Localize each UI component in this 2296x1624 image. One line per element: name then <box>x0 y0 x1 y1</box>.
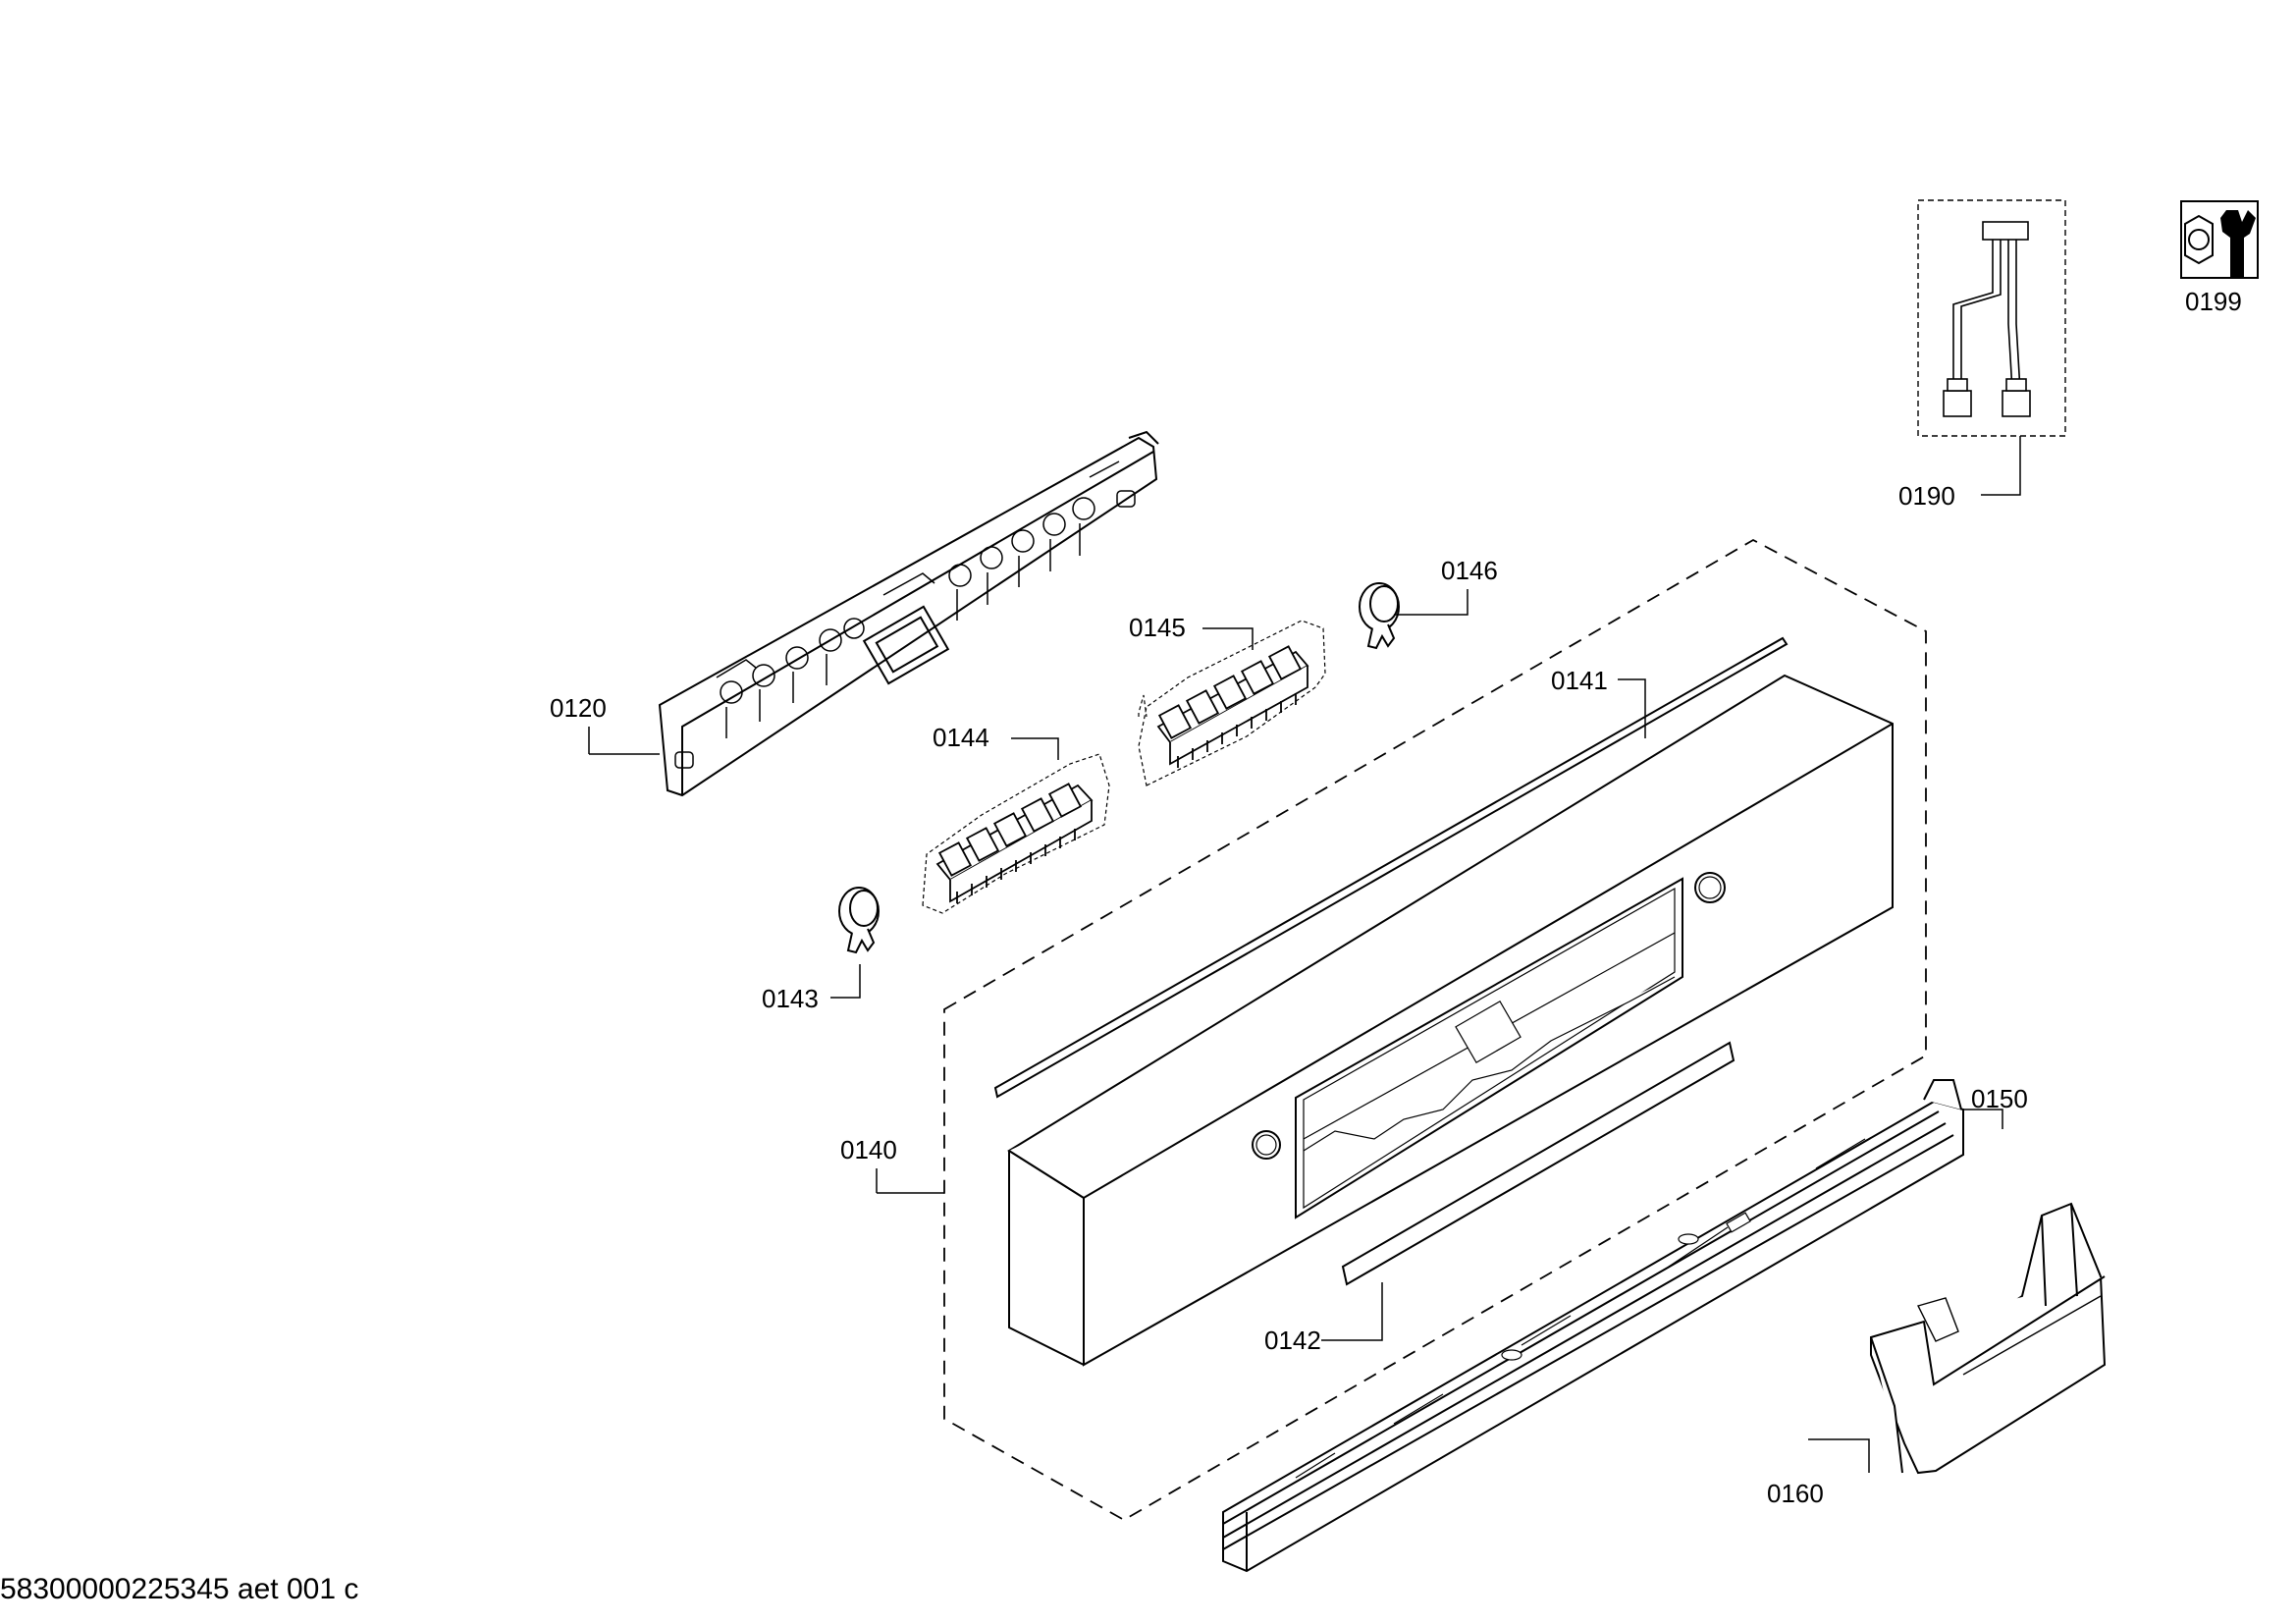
label-0190: 0190 <box>1898 481 1955 511</box>
part-0146-knob <box>1359 582 1400 650</box>
part-0160-bracket <box>1870 1202 2107 1475</box>
label-0141: 0141 <box>1551 666 1608 695</box>
leader-0145 <box>1202 627 1254 650</box>
part-0145-button-array <box>1138 620 1326 786</box>
part-0141-trim-strip <box>993 636 1789 1099</box>
part-0140-group-outline <box>943 538 1927 1522</box>
label-0144: 0144 <box>933 723 989 752</box>
label-0160: 0160 <box>1767 1479 1824 1508</box>
part-0140-fascia-panel <box>1007 674 1894 1367</box>
part-0190-wiring-harness <box>1917 199 2066 437</box>
part-0150-rail <box>1222 1079 1964 1573</box>
label-0140: 0140 <box>840 1135 897 1164</box>
leader-0150 <box>1963 1109 2003 1129</box>
label-0145: 0145 <box>1129 613 1186 642</box>
leader-0142 <box>1321 1282 1383 1341</box>
part-0143-knob <box>838 887 880 954</box>
leader-0146 <box>1394 589 1468 616</box>
part-0120-control-module <box>658 430 1159 797</box>
label-0150: 0150 <box>1971 1084 2028 1113</box>
leader-0144 <box>1011 737 1059 760</box>
leader-0141 <box>1618 678 1646 738</box>
leader-0190 <box>1981 436 2021 496</box>
document-id: 58300000225345 aet 001 c <box>0 1573 358 1605</box>
leader-0160 <box>1808 1438 1870 1473</box>
label-0146: 0146 <box>1441 556 1498 585</box>
leader-0143 <box>830 964 861 999</box>
part-0144-button-array <box>922 753 1110 914</box>
label-0142: 0142 <box>1264 1326 1321 1355</box>
label-0120: 0120 <box>550 693 607 723</box>
label-0143: 0143 <box>762 984 819 1013</box>
label-0199: 0199 <box>2185 287 2242 316</box>
part-0142-strip <box>1341 1041 1735 1286</box>
nut-and-wrench-icon <box>2180 200 2259 279</box>
